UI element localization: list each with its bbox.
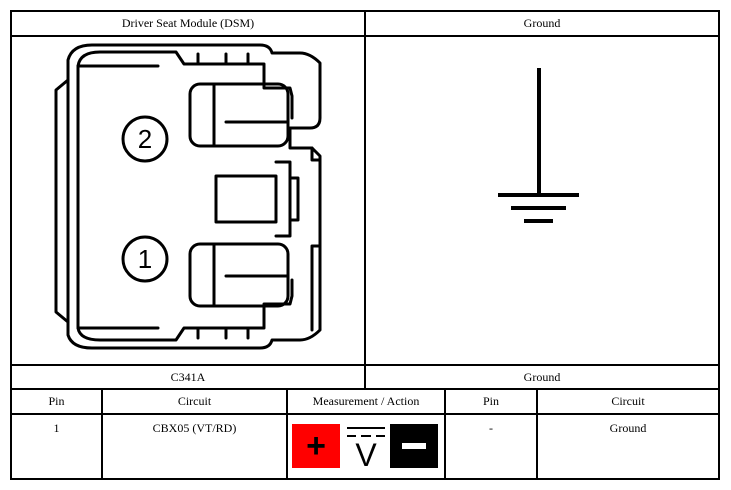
divider-col-3 <box>444 388 446 480</box>
connector-id: C341A <box>170 369 206 384</box>
negative-probe-bar <box>402 443 426 449</box>
divider-col-1 <box>101 388 103 480</box>
col-header-pin-left: Pin <box>48 394 65 408</box>
terminal-cavity-2 <box>188 82 290 148</box>
divider-table-header <box>10 413 720 415</box>
pin-1-label: 1 <box>137 243 153 274</box>
col-header-pin-right: Pin <box>482 394 499 408</box>
col-header-circuit-right: Circuit <box>611 394 645 408</box>
center-lock-tab <box>214 146 322 332</box>
divider-center <box>364 10 366 390</box>
dc-voltage-symbol: V <box>355 437 377 473</box>
ground-label: Ground <box>523 369 561 384</box>
divider-col-2 <box>286 388 288 480</box>
circuit-left-value: CBX05 (VT/RD) <box>152 421 237 435</box>
pin-2-label: 2 <box>137 123 153 154</box>
col-header-measurement: Measurement / Action <box>312 394 420 408</box>
divider-col-4 <box>536 388 538 480</box>
component-title: Driver Seat Module (DSM) <box>121 16 255 30</box>
positive-probe-icon <box>292 424 340 468</box>
pin-1-circle <box>121 235 169 283</box>
connector-housing-outline <box>54 43 322 350</box>
positive-probe-symbol: + <box>306 426 326 465</box>
circuit-right-value: Ground <box>609 421 647 435</box>
ground-title: Ground <box>523 16 561 30</box>
pin-right-value: - <box>489 421 493 435</box>
col-header-circuit-left: Circuit <box>177 394 212 408</box>
pin-2-circle <box>121 115 169 163</box>
terminal-cavity-1 <box>188 242 290 308</box>
pin-left-value: 1 <box>53 421 60 435</box>
